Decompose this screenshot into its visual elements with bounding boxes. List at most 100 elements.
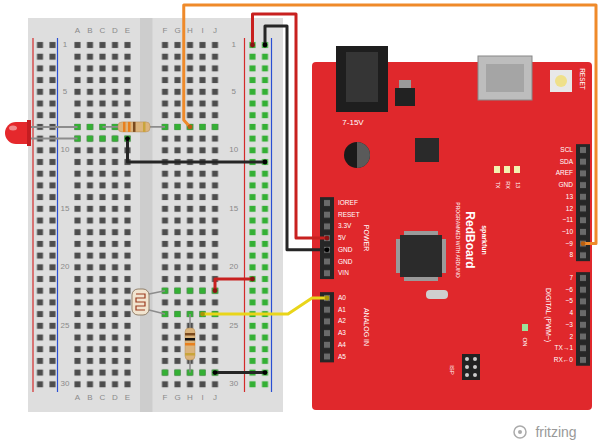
redboard: [473, 365, 477, 369]
redboard: [576, 272, 590, 366]
pin-label: VIN: [338, 270, 349, 277]
pin-label: 12: [566, 205, 573, 212]
wire-end: [581, 241, 586, 246]
breadboard: [159, 121, 222, 133]
redboard: [404, 231, 438, 235]
pin-label: ~6: [566, 286, 573, 293]
board-tagline: PROGRAMMED WITH ARDUINO: [455, 202, 460, 277]
row-number: 15: [229, 205, 238, 213]
column-letter: H: [187, 27, 193, 35]
breadboard: [28, 18, 283, 412]
breadboard: [71, 39, 134, 390]
pin-label: SDA: [560, 158, 573, 165]
resistor-symbol: [185, 333, 195, 336]
resistor-symbol: [143, 122, 146, 132]
pin-label: 8: [569, 252, 573, 259]
watermark-icon: [514, 426, 526, 438]
pin-label: ~10: [562, 229, 573, 236]
redboard: [344, 142, 370, 168]
redboard: [357, 142, 370, 168]
column-letter: B: [87, 394, 92, 402]
redboard: [320, 292, 334, 362]
breadboard: [140, 18, 153, 412]
pin-label: A2: [338, 318, 346, 325]
header-label: ANALOG IN: [363, 308, 370, 346]
wire: [128, 5, 597, 373]
pin-label: 4: [569, 310, 573, 317]
redboard: [320, 292, 334, 362]
row-number: 20: [61, 263, 70, 271]
breadboard: [28, 18, 283, 412]
photoresistor: [132, 289, 165, 315]
wire-end: [125, 43, 585, 375]
redboard: [465, 357, 469, 361]
pin-label: GND: [338, 258, 352, 265]
wire-end: [250, 277, 255, 282]
redboard: [576, 272, 590, 366]
brand-logo: sparkfun: [481, 225, 488, 255]
column-letter: F: [163, 394, 168, 402]
redboard: [462, 354, 480, 380]
breadboard: [246, 39, 271, 390]
resistor-symbol: [133, 122, 136, 132]
breadboard: [34, 39, 59, 390]
board-name: RedBoard: [464, 211, 476, 268]
wire-end: [263, 160, 268, 165]
led: [28, 126, 78, 128]
photoresistor: [132, 289, 149, 315]
redboard: [346, 52, 378, 102]
redboard: [478, 56, 532, 100]
column-letter: J: [213, 394, 217, 402]
breadboard: [32, 38, 33, 392]
pin-label: IOREF: [338, 200, 358, 207]
redboard: [399, 80, 411, 88]
column-letter: A: [75, 394, 80, 402]
watermark-icon: [514, 426, 526, 438]
header-label: DIGITAL (PWM~): [545, 288, 552, 342]
column-letter: B: [87, 27, 92, 35]
wire-end: [263, 370, 268, 375]
column-letter: C: [100, 27, 106, 35]
pin-label: RESET: [338, 211, 360, 218]
photoresistor: [149, 291, 165, 294]
resistor-symbol: [185, 338, 195, 341]
breadboard: [159, 39, 222, 390]
redboard: [473, 373, 477, 377]
redboard: [465, 365, 469, 369]
column-letter: A: [75, 27, 80, 35]
column-letter: E: [125, 394, 130, 402]
row-number: 30: [229, 380, 238, 388]
pin-label: GND: [559, 182, 573, 189]
redboard: [312, 46, 592, 410]
redboard: [494, 166, 500, 173]
wire-end: [125, 136, 130, 141]
header-label: POWER: [363, 225, 370, 251]
photoresistor: [149, 310, 165, 314]
resistor-symbol: [128, 122, 131, 132]
wire: [265, 26, 327, 250]
wire-end: [213, 370, 218, 375]
row-number: 30: [61, 380, 70, 388]
column-letter: J: [213, 27, 217, 35]
redboard: [426, 290, 448, 299]
led-label: TX: [494, 181, 500, 188]
pin-label: 13: [566, 194, 573, 201]
redboard: [404, 277, 438, 281]
wire: [215, 279, 253, 291]
led-label: ON: [522, 338, 528, 347]
row-number: 15: [61, 205, 70, 213]
led: [28, 138, 78, 140]
redboard: [555, 75, 567, 87]
pin-label: AREF: [556, 170, 573, 177]
pin-label: GND: [338, 247, 352, 254]
column-letter: D: [112, 27, 118, 35]
redboard: [442, 239, 446, 273]
redboard: [415, 138, 439, 162]
resistor-symbol: [118, 122, 150, 132]
row-number: 5: [232, 88, 236, 96]
redboard: [504, 166, 510, 173]
pin-label: ~3: [566, 322, 573, 329]
header-label: ISP: [449, 365, 455, 375]
watermark-icon: [518, 430, 522, 434]
row-number: 25: [61, 322, 70, 330]
